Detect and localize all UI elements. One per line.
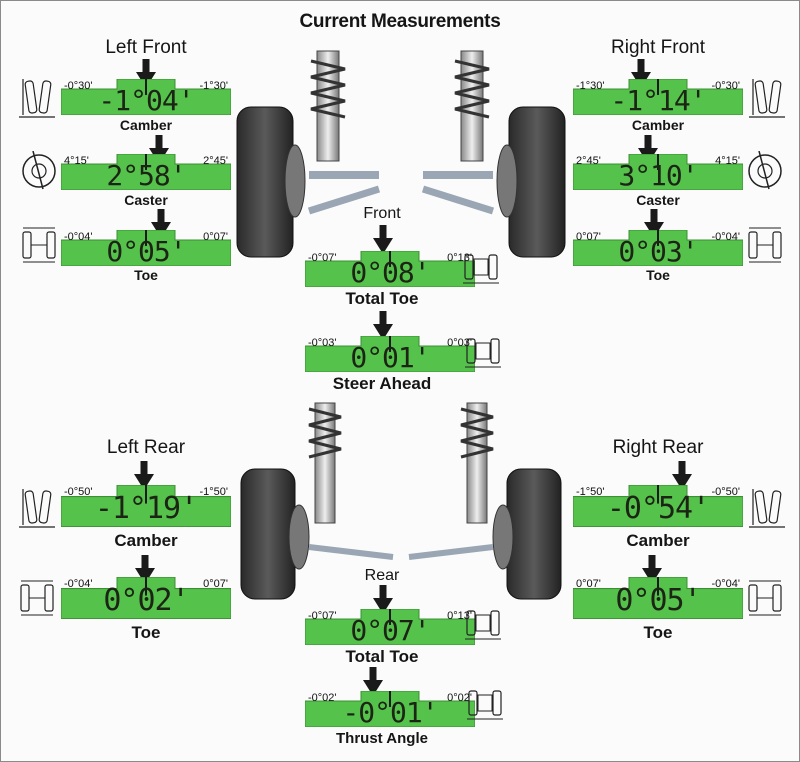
camber-icon [749, 488, 786, 528]
gauge-min: 0°07' [576, 231, 601, 243]
camber-icon [749, 78, 786, 118]
gauge-max: 0°07' [203, 231, 228, 243]
gauge-min: -0°03' [308, 337, 337, 349]
gauge-value: -0°54' [606, 491, 710, 526]
steer-ahead-icon [465, 338, 502, 368]
lr-toe-gauge: -0°04' 0°07' 0°02' [61, 577, 231, 619]
gauge-min: 2°45' [576, 155, 601, 167]
gauge-max: 0°13' [447, 610, 472, 622]
gauge-value: 0°05' [615, 583, 701, 618]
rf-camber-gauge: -1°30' -0°30' -1°14' [573, 79, 743, 117]
gauge-min: -0°30' [64, 80, 93, 92]
gauge-max: 0°02' [447, 692, 472, 704]
rr-toe-label: Toe [643, 623, 673, 642]
rf-toe-gauge: 0°07' -0°04' 0°03' [573, 230, 743, 268]
steer-ahead-gauge: -0°03' 0°03' 0°01' [305, 336, 475, 374]
rr-camber-gauge: -1°50' -0°50' -0°54' [573, 485, 743, 527]
rear-total-toe-gauge: -0°07' 0°13' 0°07' [305, 609, 475, 647]
lr-camber-label: Camber [114, 531, 178, 550]
right-front-heading: Right Front [611, 37, 705, 58]
gauge-max: 0°07' [203, 578, 228, 590]
gauge-value: 2°58' [106, 159, 186, 192]
gauge-min: -1°30' [576, 80, 605, 92]
gauge-min: 0°07' [576, 578, 601, 590]
right-rear-heading: Right Rear [612, 437, 704, 458]
gauge-value: -0°01' [342, 696, 438, 729]
total-toe-icon [463, 254, 500, 284]
lr-camber-gauge: -0°50' -1°50' -1°19' [61, 485, 231, 527]
lf-caster-gauge: 4°15' 2°45' 2°58' [61, 154, 231, 192]
gauge-max: 4°15' [715, 155, 740, 167]
gauge-min: -1°50' [576, 486, 605, 498]
toe-icon [748, 580, 782, 616]
thrust-angle-icon [467, 690, 504, 720]
lr-toe-label: Toe [131, 623, 161, 642]
rf-toe-label: Toe [646, 267, 670, 283]
rr-camber-label: Camber [626, 531, 690, 550]
lf-caster-label: Caster [124, 192, 168, 208]
caster-icon [22, 151, 56, 190]
front-suspension-illustration [236, 50, 566, 258]
left-front-heading: Left Front [105, 37, 187, 58]
front-total-toe-gauge: -0°07' 0°13' 0°08' [305, 251, 475, 289]
gauge-value: 0°08' [350, 256, 430, 289]
gauge-value: 0°05' [106, 235, 186, 268]
left-rear-heading: Left Rear [106, 437, 186, 458]
gauge-value: 0°07' [350, 614, 430, 647]
gauge-min: -0°07' [308, 252, 337, 264]
rf-camber-label: Camber [631, 117, 685, 133]
rf-caster-gauge: 2°45' 4°15' 3°10' [573, 154, 743, 192]
thrust-angle-gauge: -0°02' 0°02' -0°01' [305, 691, 475, 729]
gauge-value: 0°01' [350, 341, 430, 374]
camber-icon [19, 78, 56, 118]
rear-heading: Rear [364, 567, 400, 584]
gauge-value: 0°03' [618, 235, 698, 268]
total-toe-icon [465, 610, 502, 640]
page-title: Current Measurements [299, 11, 501, 32]
toe-icon [748, 227, 782, 263]
gauge-max: -0°04' [711, 231, 740, 243]
front-total-toe-label: Total Toe [345, 289, 419, 308]
lf-toe-gauge: -0°04' 0°07' 0°05' [61, 230, 231, 268]
lf-camber-gauge: -0°30' -1°30' -1°04' [61, 79, 231, 117]
toe-icon [22, 227, 56, 263]
gauge-value: -1°14' [610, 84, 706, 117]
caster-icon [748, 151, 782, 190]
gauge-value: 0°02' [103, 583, 189, 618]
gauge-max: -1°30' [199, 80, 228, 92]
gauge-value: -1°04' [98, 84, 194, 117]
gauge-min: -0°04' [64, 231, 93, 243]
gauge-max: 2°45' [203, 155, 228, 167]
gauge-min: -0°50' [64, 486, 93, 498]
gauge-max: 0°03' [447, 337, 472, 349]
lf-camber-label: Camber [119, 117, 173, 133]
gauge-max: -0°04' [711, 578, 740, 590]
steer-ahead-label: Steer Ahead [332, 374, 432, 393]
camber-icon [19, 488, 56, 528]
toe-icon [20, 580, 54, 616]
rf-caster-label: Caster [636, 192, 680, 208]
gauge-max: -1°50' [199, 486, 228, 498]
rear-suspension-illustration [240, 402, 562, 600]
rear-total-toe-label: Total Toe [345, 647, 419, 666]
lf-toe-label: Toe [134, 267, 158, 283]
gauge-value: -1°19' [94, 491, 198, 526]
gauge-value: 3°10' [618, 159, 698, 192]
gauge-min: -0°04' [64, 578, 93, 590]
front-heading: Front [363, 205, 401, 222]
rr-toe-gauge: 0°07' -0°04' 0°05' [573, 577, 743, 619]
gauge-min: 4°15' [64, 155, 89, 167]
gauge-max: -0°30' [711, 80, 740, 92]
thrust-angle-label: Thrust Angle [336, 730, 428, 747]
gauge-max: -0°50' [711, 486, 740, 498]
gauge-min: -0°07' [308, 610, 337, 622]
gauge-min: -0°02' [308, 692, 337, 704]
